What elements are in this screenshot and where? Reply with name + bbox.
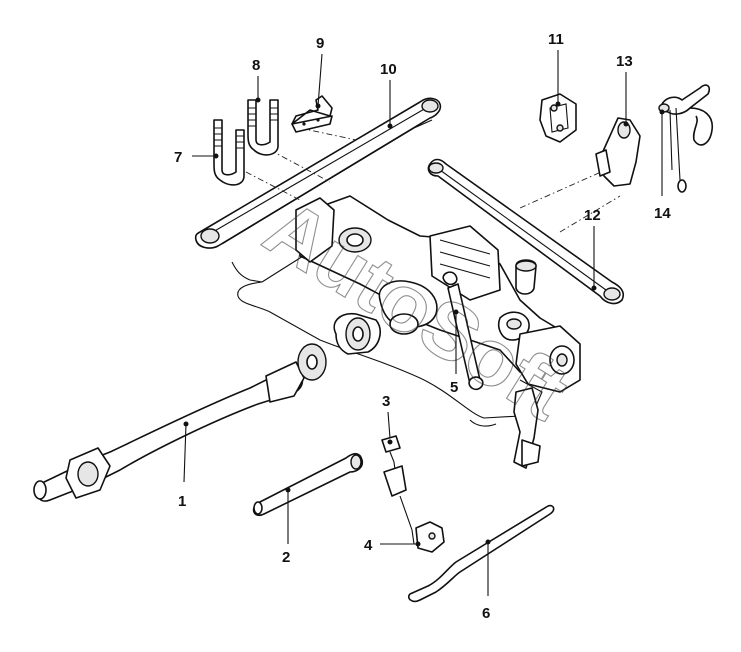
callout-label-14: 14 [654,205,671,222]
shock-absorber [442,271,484,391]
callout-label-12: 12 [584,207,601,224]
callout-label-6: 6 [482,605,490,622]
bolt [381,435,415,545]
watermark: AutoSoft [249,182,584,438]
callout-14: 14 [654,109,671,222]
bump-stop [515,259,537,295]
u-bolt-clamp [247,99,279,156]
stabilizer-rod [407,504,555,603]
callout-1: 1 [178,421,189,510]
callout-3: 3 [382,393,393,445]
spring-seat-plate [291,95,333,133]
pinion-flange [333,312,381,355]
callout-label-8: 8 [252,57,260,74]
shackle-bracket [539,93,577,143]
callout-10: 10 [380,61,397,129]
callout-label-11: 11 [548,31,564,48]
callout-2: 2 [282,487,291,566]
watermark-text: AutoSoft [250,183,584,437]
callout-6: 6 [482,539,491,622]
callout-label-1: 1 [178,493,186,510]
callout-11: 11 [548,31,564,107]
callout-4: 4 [364,537,421,554]
differential-housing [295,195,581,393]
callout-label-4: 4 [364,537,373,554]
callout-label-2: 2 [282,549,290,566]
callout-5: 5 [450,309,459,396]
callout-label-3: 3 [382,393,390,410]
u-bolt [213,119,245,186]
callout-12: 12 [584,207,601,291]
propeller-shaft [33,343,327,502]
callout-label-7: 7 [174,149,182,166]
radius-arm [252,452,364,517]
callout-label-13: 13 [616,53,633,70]
callout-7: 7 [174,149,219,166]
leaf-spring-left [194,97,442,249]
callout-label-5: 5 [450,379,458,396]
brake-bracket [513,387,541,469]
mounting-bracket [415,521,445,553]
callout-9: 9 [315,35,324,109]
leaf-spring-right [427,158,625,305]
spring-hanger-bracket [595,117,641,187]
callout-label-9: 9 [316,35,324,52]
callout-label-10: 10 [380,61,397,78]
brake-hose [658,84,714,193]
callout-13: 13 [616,53,633,127]
callout-8: 8 [252,57,261,103]
